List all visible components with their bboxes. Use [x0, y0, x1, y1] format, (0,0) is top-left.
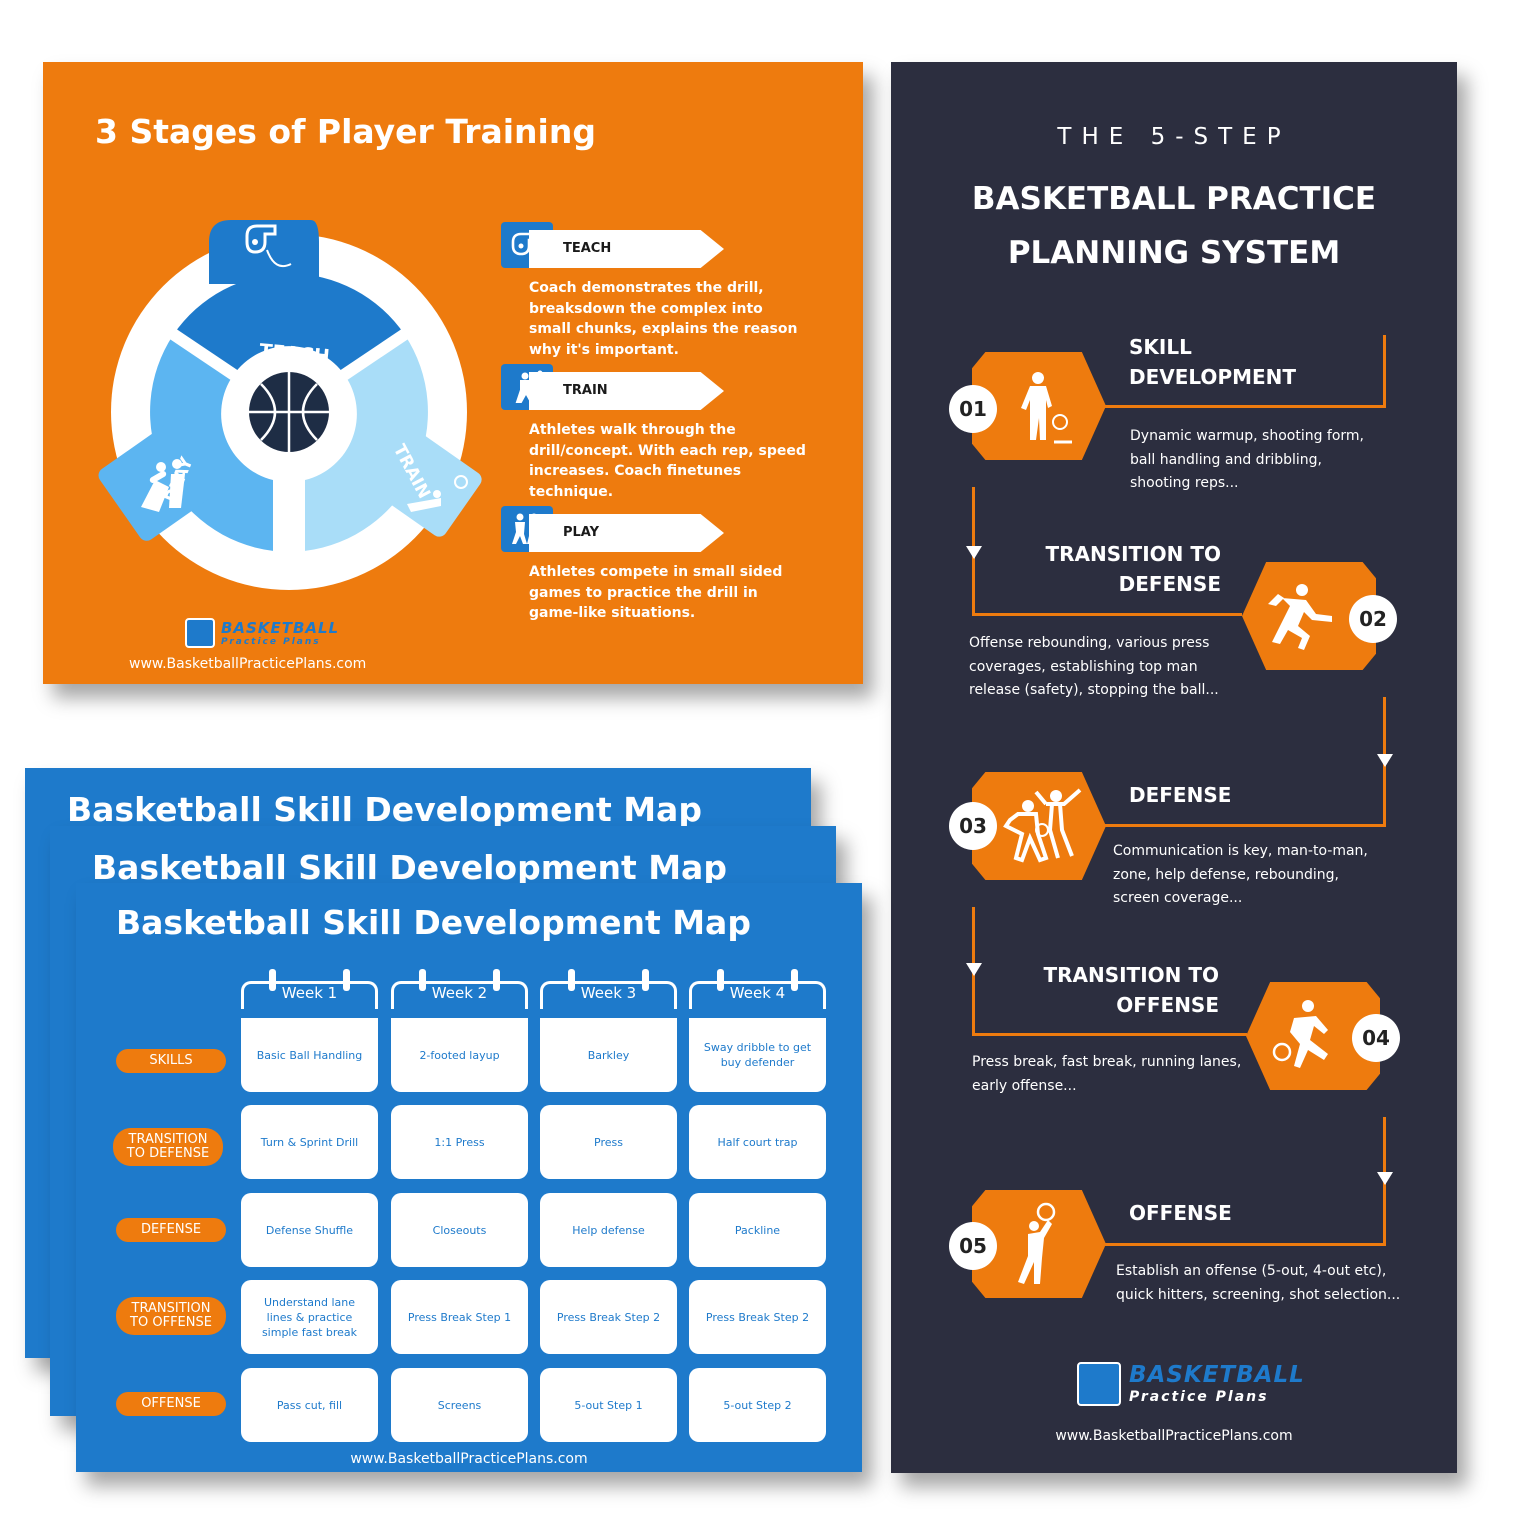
map-cell: Closeouts [391, 1193, 528, 1267]
stage-play: PLAY Athletes compete in small sided gam… [501, 506, 831, 636]
step-heading: TRANSITION TO DEFENSE [1045, 542, 1221, 596]
system-title: BASKETBALL PRACTICE PLANNING SYSTEM [971, 181, 1377, 271]
player-shooting-icon [1018, 1202, 1056, 1284]
stage-description: Coach demonstrates the drill, breaksdown… [529, 280, 798, 358]
map-cell: Help defense [540, 1193, 677, 1267]
player-running-icon [1268, 584, 1332, 650]
map-title: Basketball Skill Development Map [116, 903, 751, 942]
stage-label: TEACH [563, 241, 612, 256]
players-guarding-icon [1003, 788, 1082, 863]
map-cell: Sway dribble to get buy defender [689, 1018, 826, 1092]
player-diving-icon [407, 475, 468, 512]
website-url[interactable]: www.BasketballPracticePlans.com [129, 656, 367, 672]
step-heading: SKILL DEVELOPMENT [1129, 335, 1297, 389]
step-description: Dynamic warmup, shooting form, ball hand… [1130, 428, 1365, 491]
stages-title: 3 Stages of Player Training [95, 112, 596, 151]
player-driving-icon [1272, 1000, 1328, 1068]
stages-card: 3 Stages of Player Training TEACH TRAIN … [43, 62, 863, 684]
stage-description: Athletes walk through the drill/concept.… [529, 422, 806, 500]
step-number: 04 [1352, 1014, 1400, 1062]
stage-label: PLAY [563, 525, 600, 540]
step-heading: DEFENSE [1129, 783, 1232, 807]
map-title: Basketball Skill Development Map [92, 848, 727, 887]
step-description: Communication is key, man-to-man, zone, … [1113, 843, 1368, 906]
map-cell: Defense Shuffle [241, 1193, 378, 1267]
players-contest-icon [141, 459, 185, 512]
map-title: Basketball Skill Development Map [67, 790, 702, 829]
map-cell: Press Break Step 1 [391, 1280, 528, 1354]
map-cell: 1:1 Press [391, 1105, 528, 1179]
map-cell: Half court trap [689, 1105, 826, 1179]
map-cell: Press [540, 1105, 677, 1179]
website-url[interactable]: www.BasketballPracticePlans.com [350, 1451, 588, 1467]
week-header: Week 1 [241, 969, 378, 1009]
whistle-icon [245, 224, 292, 268]
step-heading: TRANSITION TO OFFENSE [1043, 963, 1219, 1017]
system-pretitle: THE 5-STEP [1057, 124, 1291, 150]
map-cell: Press Break Step 2 [689, 1280, 826, 1354]
step-description: Offense rebounding, various press covera… [969, 635, 1219, 698]
map-cell: 5-out Step 2 [689, 1368, 826, 1442]
logo-mark-icon [1077, 1362, 1121, 1406]
stage-train: TRAIN Athletes walk through the drill/co… [501, 364, 831, 504]
stage-description: Athletes compete in small sided games to… [529, 564, 783, 621]
map-cell: Understand lane lines & practice simple … [241, 1280, 378, 1354]
map-cell: Screens [391, 1368, 528, 1442]
map-cell: Barkley [540, 1018, 677, 1092]
step-number: 05 [949, 1222, 997, 1270]
system-card: THE 5-STEP BASKETBALL PRACTICE PLANNING … [891, 62, 1457, 1473]
step-description: Press break, fast break, running lanes, … [972, 1054, 1242, 1094]
player-dribbling-icon [1021, 372, 1072, 444]
row-label-offense: OFFENSE [116, 1392, 226, 1416]
step-heading: OFFENSE [1129, 1201, 1232, 1225]
training-wheel: TEACH TRAIN PLAY [98, 220, 482, 590]
stage-teach: TEACH Coach demonstrates the drill, brea… [501, 222, 831, 362]
row-label-defense: DEFENSE [116, 1218, 226, 1242]
website-url[interactable]: www.BasketballPracticePlans.com [1055, 1428, 1293, 1444]
week-header: Week 4 [689, 969, 826, 1009]
map-card: Basketball Skill Development Map Week 1 … [76, 883, 862, 1472]
map-cell: 2-footed layup [391, 1018, 528, 1092]
step-number: 03 [949, 802, 997, 850]
whistle-icon [511, 232, 541, 256]
week-header: Week 3 [540, 969, 677, 1009]
map-cell: Pass cut, fill [241, 1368, 378, 1442]
row-label-skills: SKILLS [116, 1049, 226, 1073]
step-description: Establish an offense (5-out, 4-out etc),… [1116, 1263, 1401, 1303]
step-number: 01 [949, 385, 997, 433]
map-cell: Turn & Sprint Drill [241, 1105, 378, 1179]
map-cell: 5-out Step 1 [540, 1368, 677, 1442]
map-cell: Press Break Step 2 [540, 1280, 677, 1354]
step-number: 02 [1349, 595, 1397, 643]
stage-label: TRAIN [563, 383, 608, 398]
logo-mark-icon [185, 618, 215, 648]
week-header: Week 2 [391, 969, 528, 1009]
map-cell: Packline [689, 1193, 826, 1267]
map-cell: Basic Ball Handling [241, 1018, 378, 1092]
